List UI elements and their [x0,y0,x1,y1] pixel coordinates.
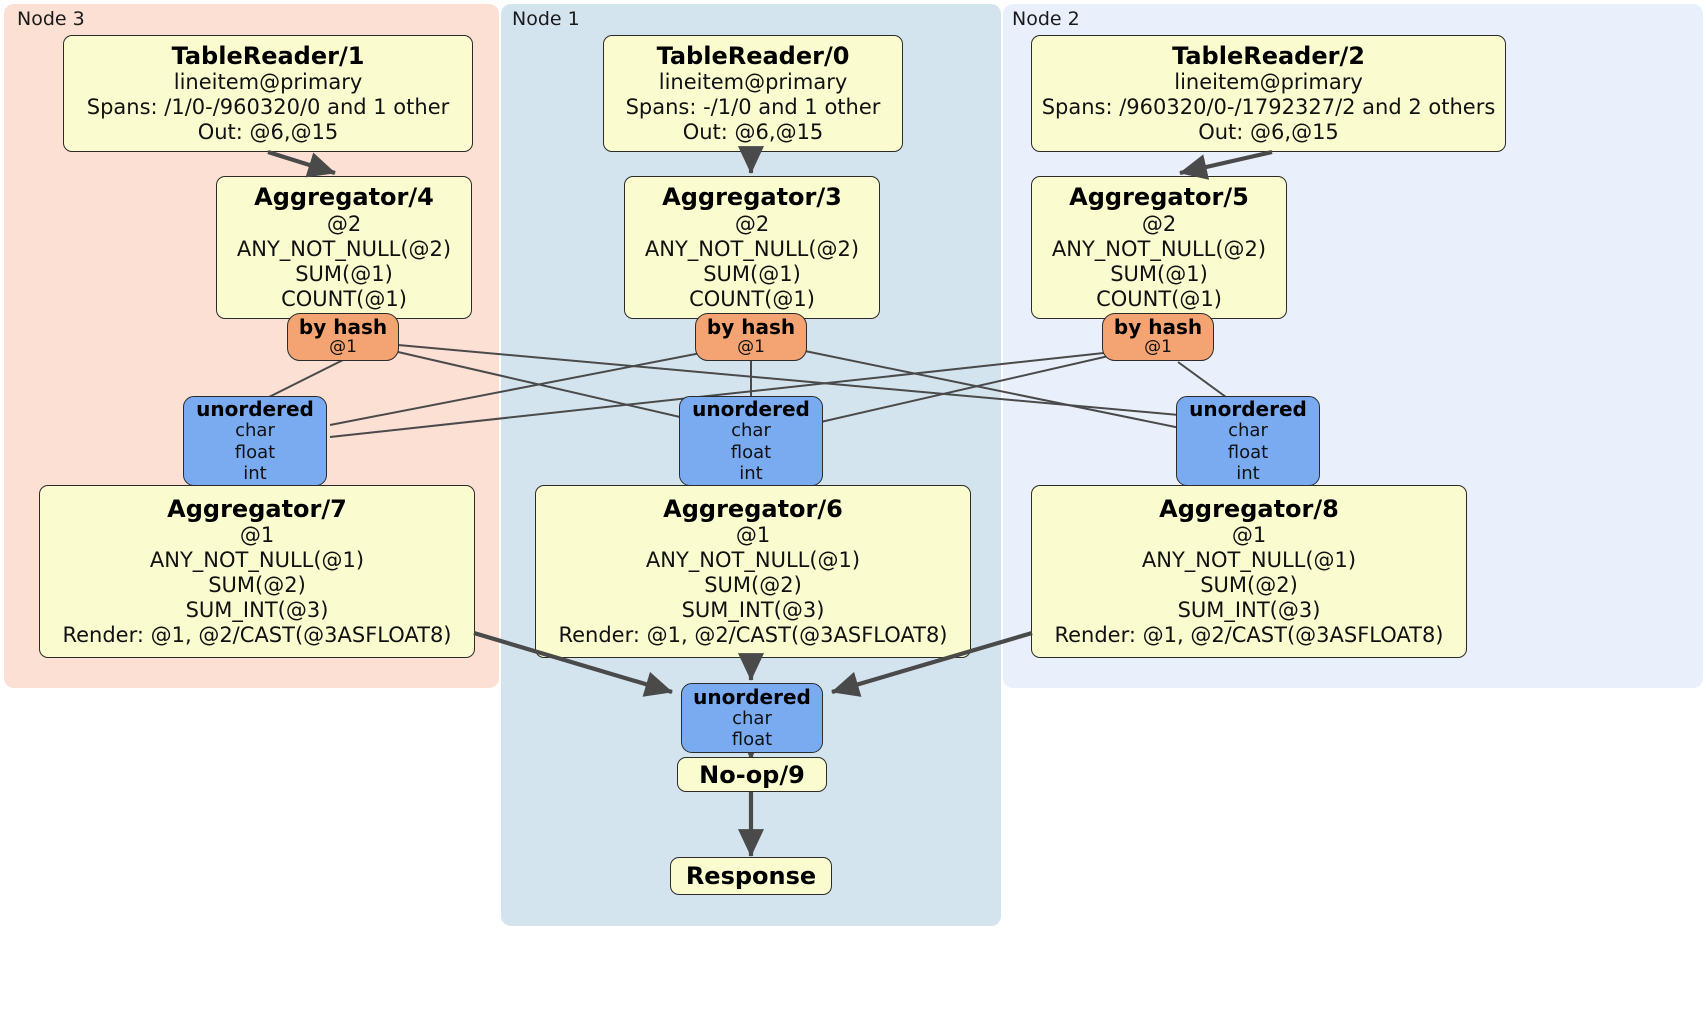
table-reader-1-table: lineitem@primary [173,70,363,95]
receiver-node2-type-3: int [1236,462,1260,484]
table-reader-1-out: Out: @6,@15 [197,120,339,145]
node-region-1-label: Node 1 [512,8,580,30]
aggregator-4-func-1: ANY_NOT_NULL(@2) [236,236,452,261]
node-region-2-label: Node 2 [1012,8,1080,30]
receiver-node1-type-1: char [731,420,771,442]
aggregator-7-group: @1 [239,523,275,548]
aggregator-7-func-1: ANY_NOT_NULL(@1) [149,548,365,573]
aggregator-5-group: @2 [1141,211,1177,236]
receiver-node3-type-2: float [234,441,276,463]
aggregator-6-title: Aggregator/6 [663,494,843,523]
receiver-node2-type-1: char [1228,420,1268,442]
table-reader-0-out: Out: @6,@15 [682,120,824,145]
aggregator-4-func-2: SUM(@1) [295,261,393,286]
aggregator-3-func-2: SUM(@1) [703,261,801,286]
aggregator-3-group: @2 [734,211,770,236]
aggregator-3-title: Aggregator/3 [662,183,842,212]
aggregator-5-func-3: COUNT(@1) [1096,286,1222,311]
aggregator-8-func-3: SUM_INT(@3) [1177,598,1321,623]
receiver-node3-type-1: char [235,420,275,442]
aggregator-4-group: @2 [326,211,362,236]
receiver-final-type-1: char [732,707,772,729]
aggregator-7-func-2: SUM(@2) [208,573,306,598]
aggregator-5[interactable]: Aggregator/5 @2 ANY_NOT_NULL(@2) SUM(@1)… [1031,176,1287,319]
response-label: Response [685,862,817,890]
aggregator-5-title: Aggregator/5 [1069,183,1249,212]
aggregator-4-title: Aggregator/4 [254,183,434,212]
aggregator-5-func-1: ANY_NOT_NULL(@2) [1051,236,1267,261]
receiver-final-type-2: float [731,729,773,751]
aggregator-4-func-3: COUNT(@1) [281,286,407,311]
aggregator-7-func-3: SUM_INT(@3) [185,598,329,623]
hash-router-node3-title: by hash [298,315,388,340]
aggregator-3[interactable]: Aggregator/3 @2 ANY_NOT_NULL(@2) SUM(@1)… [624,176,880,319]
aggregator-6[interactable]: Aggregator/6 @1 ANY_NOT_NULL(@1) SUM(@2)… [535,485,971,658]
no-op-9-node[interactable]: No-op/9 [677,757,827,792]
aggregator-8[interactable]: Aggregator/8 @1 ANY_NOT_NULL(@1) SUM(@2)… [1031,485,1467,658]
receiver-final[interactable]: unordered char float [681,683,823,753]
hash-router-node2[interactable]: by hash @1 [1102,313,1214,361]
receiver-node3-type-3: int [243,462,267,484]
aggregator-8-func-1: ANY_NOT_NULL(@1) [1141,548,1357,573]
receiver-node3-title: unordered [196,396,314,421]
receiver-node1-title: unordered [692,396,810,421]
aggregator-7-title: Aggregator/7 [167,494,347,523]
table-reader-2-out: Out: @6,@15 [1198,120,1339,145]
hash-router-node3-col: @1 [329,337,357,358]
aggregator-3-func-3: COUNT(@1) [689,286,815,311]
node-region-3-label: Node 3 [17,8,85,30]
receiver-node2[interactable]: unordered char float int [1176,396,1320,486]
aggregator-6-group: @1 [735,523,771,548]
table-reader-1-spans: Spans: /1/0-/960320/0 and 1 other [86,95,450,120]
hash-router-node1[interactable]: by hash @1 [695,313,807,361]
table-reader-2[interactable]: TableReader/2 lineitem@primary Spans: /9… [1031,35,1506,152]
aggregator-6-func-3: SUM_INT(@3) [681,598,825,623]
hash-router-node2-col: @1 [1144,337,1172,358]
aggregator-6-func-1: ANY_NOT_NULL(@1) [645,548,861,573]
aggregator-8-title: Aggregator/8 [1159,494,1339,523]
table-reader-2-spans: Spans: /960320/0-/1792327/2 and 2 others [1041,95,1496,120]
receiver-node1[interactable]: unordered char float int [679,396,823,486]
table-reader-2-title: TableReader/2 [1172,41,1365,70]
receiver-node3[interactable]: unordered char float int [183,396,327,486]
receiver-final-title: unordered [693,684,811,709]
aggregator-8-group: @1 [1231,523,1267,548]
table-reader-0-table: lineitem@primary [658,70,848,95]
aggregator-4[interactable]: Aggregator/4 @2 ANY_NOT_NULL(@2) SUM(@1)… [216,176,472,319]
no-op-9-label: No-op/9 [699,760,805,789]
aggregator-6-func-2: SUM(@2) [704,573,802,598]
table-reader-0-spans: Spans: -/1/0 and 1 other [625,95,881,120]
aggregator-7-render: Render: @1, @2/CAST(@3ASFLOAT8) [62,623,452,648]
response-node[interactable]: Response [670,857,832,895]
hash-router-node3[interactable]: by hash @1 [287,313,399,361]
aggregator-7[interactable]: Aggregator/7 @1 ANY_NOT_NULL(@1) SUM(@2)… [39,485,475,658]
aggregator-8-render: Render: @1, @2/CAST(@3ASFLOAT8) [1054,623,1444,648]
receiver-node2-type-2: float [1227,441,1269,463]
table-reader-1-title: TableReader/1 [171,41,365,70]
hash-router-node1-title: by hash [706,315,796,340]
table-reader-0-title: TableReader/0 [656,41,850,70]
table-reader-0[interactable]: TableReader/0 lineitem@primary Spans: -/… [603,35,903,152]
aggregator-5-func-2: SUM(@1) [1110,261,1208,286]
table-reader-2-table: lineitem@primary [1174,70,1363,95]
receiver-node2-title: unordered [1189,396,1307,421]
aggregator-6-render: Render: @1, @2/CAST(@3ASFLOAT8) [558,623,948,648]
hash-router-node1-col: @1 [737,337,765,358]
receiver-node1-type-2: float [730,441,772,463]
aggregator-3-func-1: ANY_NOT_NULL(@2) [644,236,860,261]
receiver-node1-type-3: int [739,462,763,484]
aggregator-8-func-2: SUM(@2) [1200,573,1298,598]
table-reader-1[interactable]: TableReader/1 lineitem@primary Spans: /1… [63,35,473,152]
hash-router-node2-title: by hash [1113,315,1203,340]
